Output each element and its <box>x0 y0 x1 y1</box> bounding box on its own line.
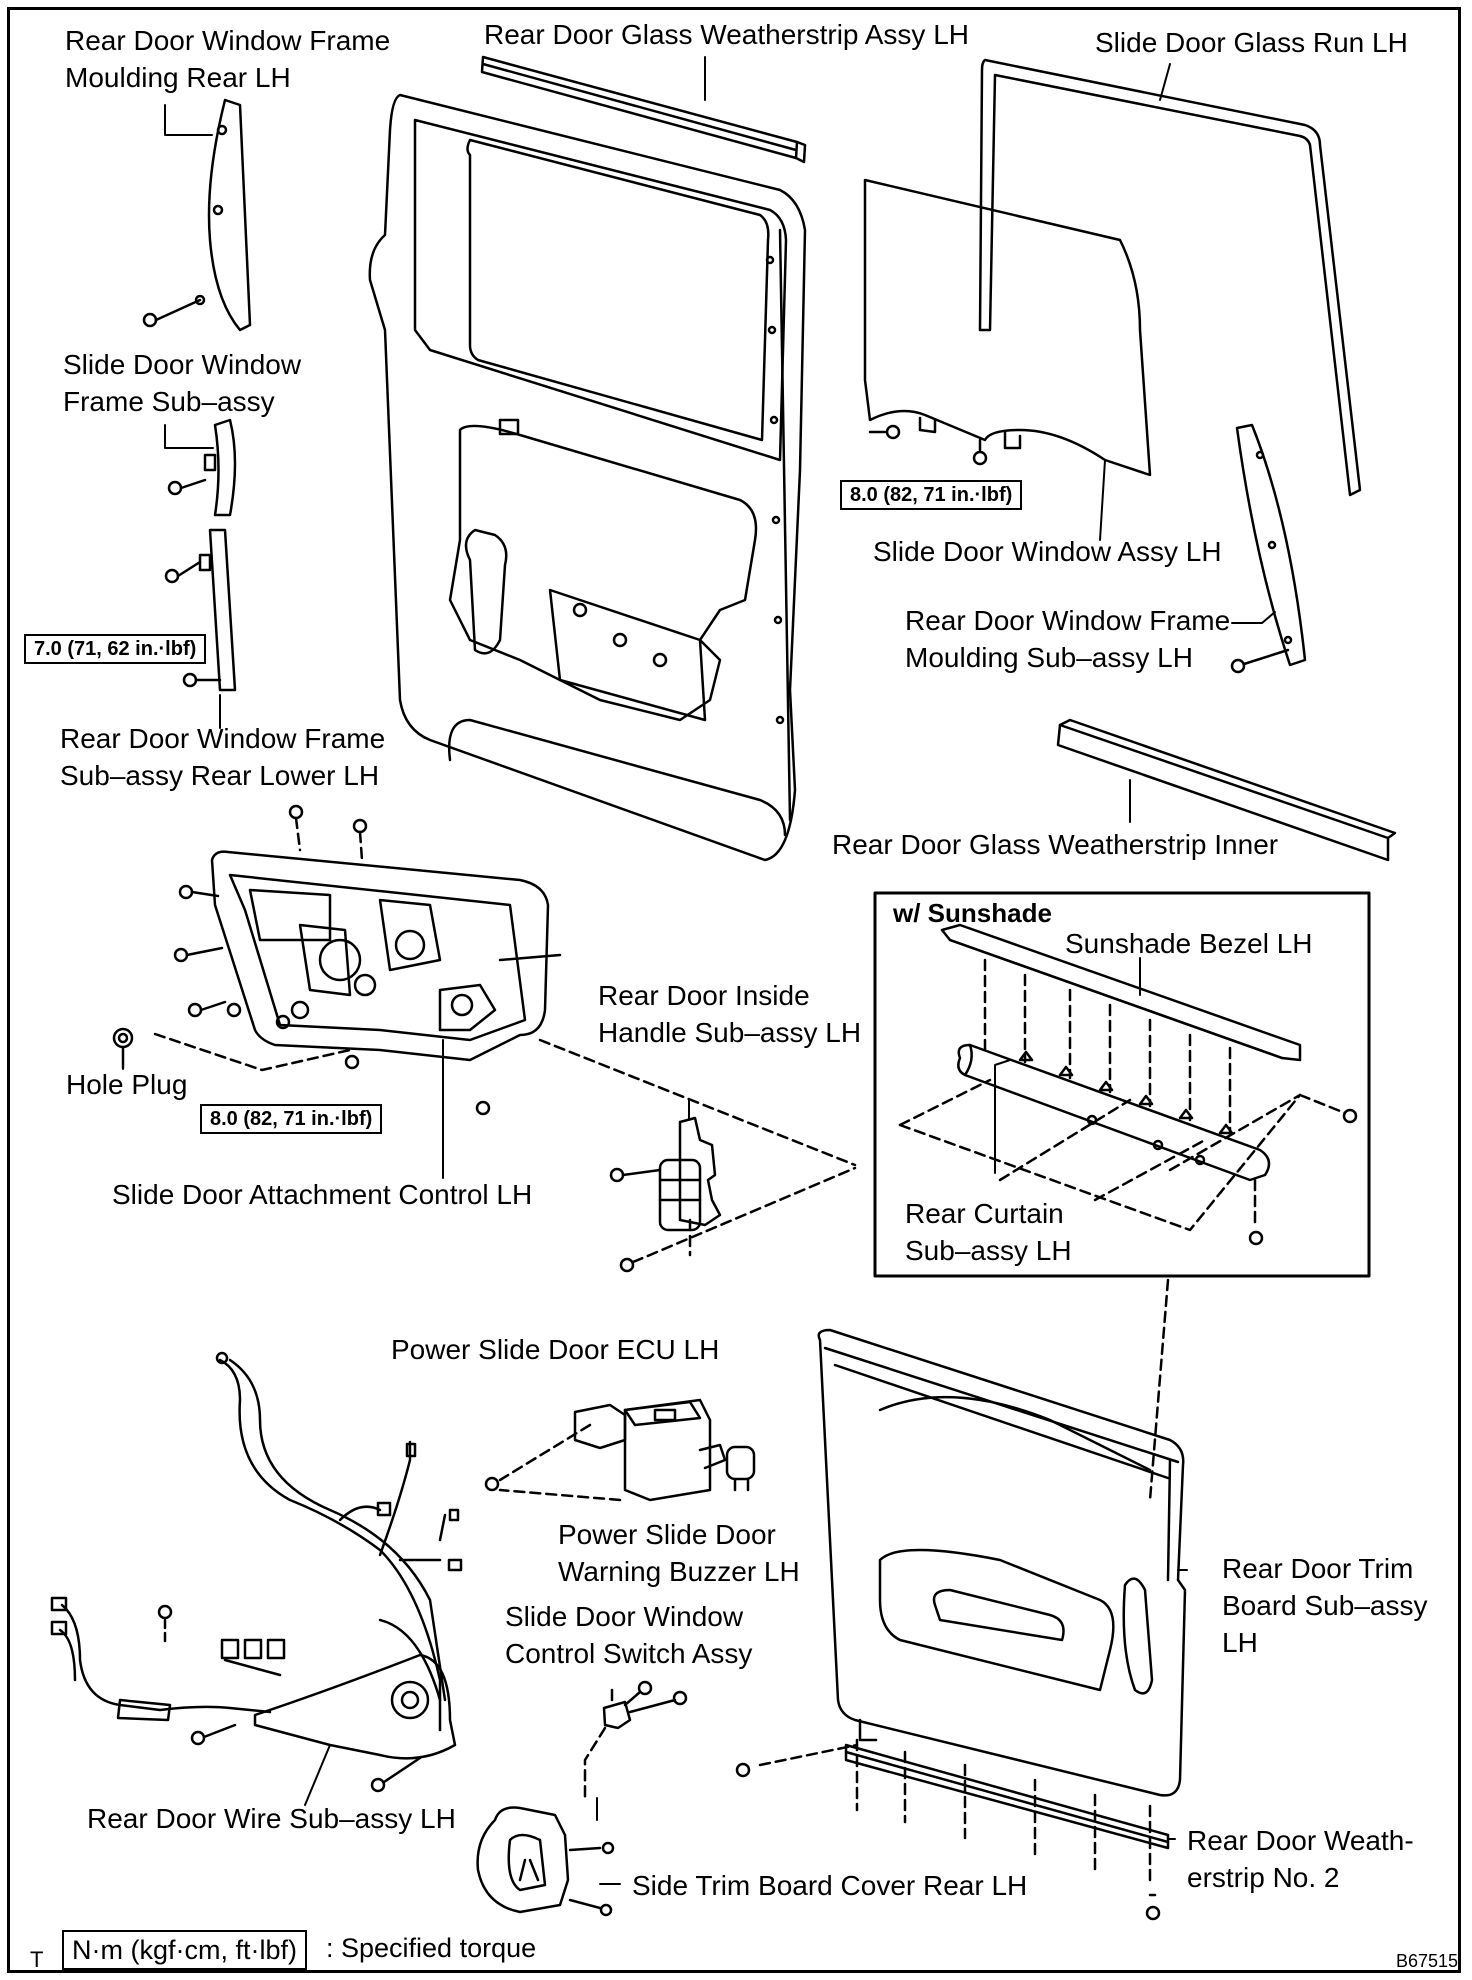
frame-moulding-subassy <box>1230 423 1307 674</box>
legend-unit-box: N·m (kgf·cm, ft·lbf) <box>62 1930 307 1970</box>
sunshade-dashed-lines <box>898 958 1347 1502</box>
weatherstrip-inner <box>1056 718 1397 862</box>
weatherstrip-no2 <box>844 1743 1170 1850</box>
label-glass-weatherstrip-assy: Rear Door Glass Weatherstrip Assy LH <box>484 19 969 50</box>
label-sunshade-bezel: Sunshade Bezel LH <box>1065 928 1313 959</box>
label-ecu: Power Slide Door ECU LH <box>391 1334 720 1365</box>
wire-harness <box>50 1351 463 1793</box>
label-switch-assy: Slide Door Window Control Switch Assy <box>505 1601 753 1669</box>
door-shell <box>368 93 807 862</box>
label-frame-rear-lower: Rear Door Window Frame Sub–assy Rear Low… <box>60 723 386 791</box>
sunshade-bezel <box>940 923 1302 1062</box>
trim-board <box>817 1328 1187 1797</box>
corner-mark: T <box>30 1947 44 1972</box>
buzzer <box>725 1445 756 1492</box>
window-glass <box>863 178 1152 477</box>
inset-title: w/ Sunshade <box>893 898 1052 928</box>
label-glass-run: Slide Door Glass Run LH <box>1095 27 1408 58</box>
rear-curtain <box>957 1043 1271 1182</box>
frame-moulding-rear <box>142 98 252 332</box>
trim-bolt <box>735 1762 751 1778</box>
trim-clip <box>1145 1905 1161 1921</box>
sunshade-bolt <box>1342 1108 1358 1124</box>
torque-attach-control: 8.0 (82, 71 in.·lbf) <box>200 1104 383 1134</box>
label-frame-moulding-subassy: Rear Door Window Frame Moulding Sub–assy… <box>905 605 1231 673</box>
torque-window-assy: 8.0 (82, 71 in.·lbf) <box>840 480 1023 510</box>
sunshade-bolt-lower <box>1248 1230 1264 1246</box>
label-buzzer: Power Slide Door Warning Buzzer LH <box>558 1519 800 1587</box>
label-trim-board: Rear Door Trim Board Sub–assy LH <box>1222 1553 1428 1658</box>
figure-code: B67515 <box>1396 1951 1459 1971</box>
diagram-frame <box>7 7 1461 1973</box>
label-frame-moulding-rear: Rear Door Window Frame Moulding Rear LH <box>65 25 391 93</box>
glass-run <box>978 58 1362 497</box>
window-frame-rear-lower <box>164 528 237 692</box>
label-inside-handle: Rear Door Inside Handle Sub–assy LH <box>598 980 862 1048</box>
label-weatherstrip-no2: Rear Door Weath- erstrip No. 2 <box>1187 1825 1414 1893</box>
label-window-assy: Slide Door Window Assy LH <box>873 536 1222 567</box>
label-weatherstrip-inner: Rear Door Glass Weatherstrip Inner <box>832 829 1279 860</box>
label-wire: Rear Door Wire Sub–assy LH <box>87 1803 456 1834</box>
torque-frame-lower: 7.0 (71, 62 in.·lbf) <box>24 634 207 664</box>
label-hole-plug: Hole Plug <box>66 1069 188 1100</box>
window-frame-subassy <box>167 418 237 517</box>
panel-bolts <box>153 804 491 1116</box>
label-side-trim-cover: Side Trim Board Cover Rear LH <box>632 1870 1028 1901</box>
glass-weatherstrip-assy <box>480 55 807 164</box>
trim-dashed-lines <box>758 1738 1157 1897</box>
label-attach-control: Slide Door Attachment Control LH <box>112 1179 533 1210</box>
legend-text: : Specified torque <box>326 1933 537 1963</box>
ecu <box>484 1398 727 1502</box>
label-rear-curtain: Rear Curtain Sub–assy LH <box>905 1198 1072 1266</box>
hole-plug <box>112 1027 134 1070</box>
sunshade-inset-box <box>873 891 1371 1278</box>
leader-lines <box>122 56 1276 1885</box>
control-switch <box>583 1680 688 1802</box>
side-trim-cover <box>476 1806 615 1917</box>
label-window-frame-subassy: Slide Door Window Frame Sub–assy <box>63 349 302 417</box>
attachment-control-panel <box>210 850 562 1062</box>
inside-handle <box>538 1038 857 1273</box>
